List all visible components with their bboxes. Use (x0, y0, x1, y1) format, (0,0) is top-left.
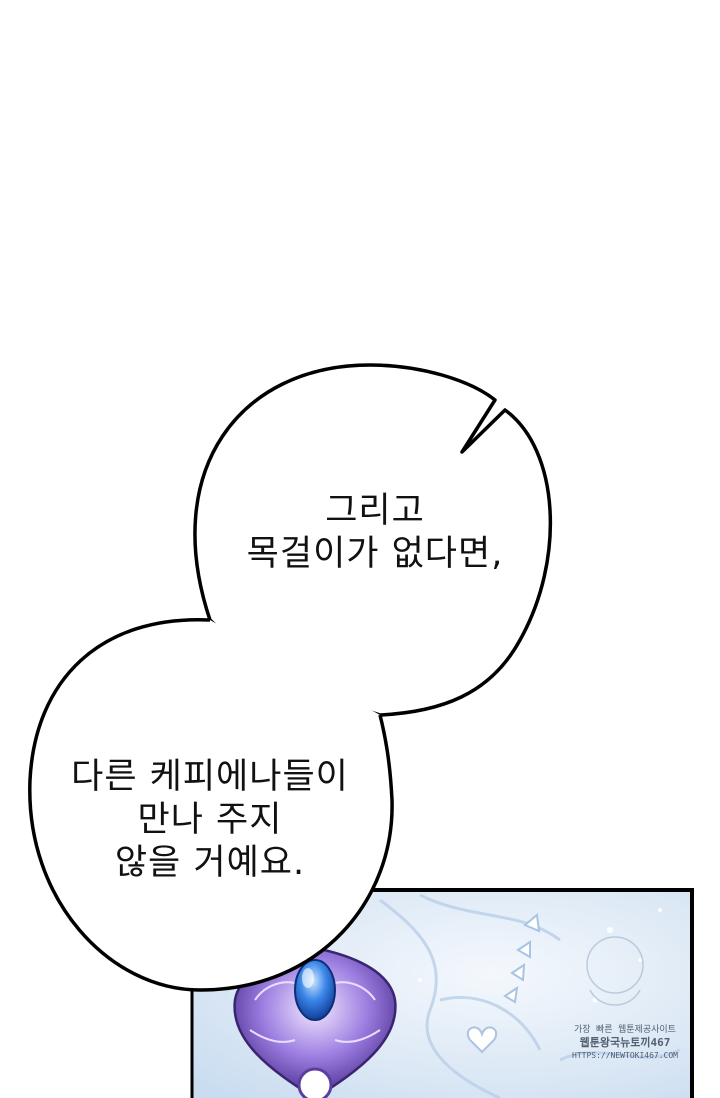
comic-panel (190, 888, 694, 1098)
bubble-top-text: 그리고 목걸이가 없다면, (220, 490, 530, 576)
site-watermark: 가장 빠른 웹툰제공사이트 웹툰왕국뉴토끼467 HTTPS://NEWTOKI… (555, 1024, 695, 1061)
speech-bubbles (28, 363, 553, 992)
dialogue-line: 만나 주지 (137, 800, 283, 840)
watermark-line: 웹툰왕국뉴토끼467 (579, 1036, 671, 1049)
bubble-bottom-text: 다른 케피에나들이 만나 주지 않을 거예요. (40, 756, 380, 885)
watermark-url: HTTPS://NEWTOKI467.COM (572, 1051, 678, 1060)
dialogue-line: 다른 케피에나들이 (71, 757, 349, 797)
dialogue-line: 않을 거예요. (114, 843, 306, 883)
dialogue-line: 그리고 (325, 491, 425, 531)
dialogue-line: 목걸이가 없다면, (246, 534, 504, 574)
watermark-line: 가장 빠른 웹툰제공사이트 (574, 1025, 676, 1035)
